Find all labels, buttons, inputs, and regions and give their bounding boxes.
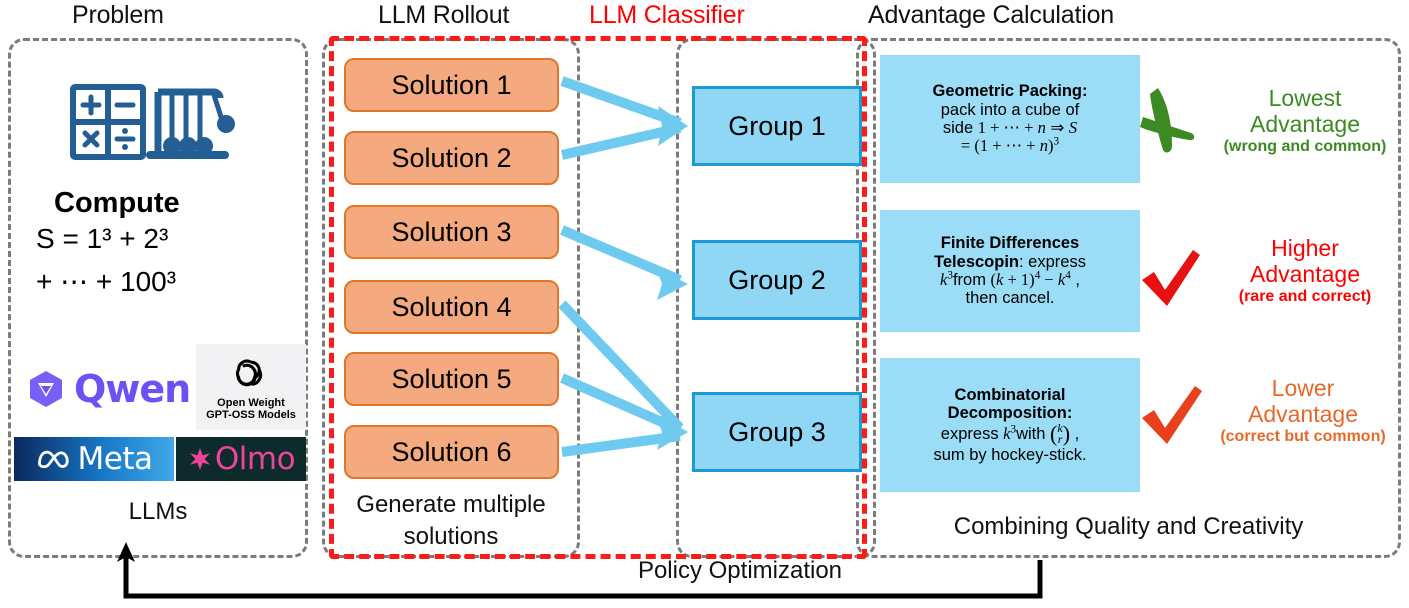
equation-line-1: S = 1³ + 2³: [36, 223, 169, 254]
solution-box-4[interactable]: Solution 4: [344, 280, 559, 334]
solution-box-2[interactable]: Solution 2: [344, 131, 559, 185]
advantage-label-lowest: Lowest Advantage (wrong and common): [1223, 85, 1387, 155]
compute-text: Compute: [54, 187, 180, 219]
group-label: Group 3: [728, 416, 826, 447]
olmo-wordmark: Olmo: [214, 441, 296, 477]
header-advantage-calculation: Advantage Calculation: [868, 1, 1114, 29]
header-llm-rollout: LLM Rollout: [378, 1, 510, 29]
compute-label: Compute: [54, 187, 180, 220]
advbox-line: k3from (k + 1)4 − k4 ,: [940, 269, 1080, 289]
meta-wordmark: Meta: [77, 441, 153, 477]
advantage-box-finite-differences: Finite Differences Telescopin: express k…: [880, 210, 1140, 332]
gpt-oss-text: Open Weight GPT-OSS Models: [206, 396, 296, 421]
header-problem: Problem: [72, 1, 164, 29]
advbox-line: = (1 + ⋯ + n)3: [960, 135, 1060, 156]
solution-label: Solution 1: [391, 69, 512, 100]
advantage-box-geometric-packing: Geometric Packing: pack into a cube of s…: [880, 55, 1140, 183]
solution-label: Solution 5: [391, 363, 512, 394]
qwen-logo: Qwen: [22, 359, 202, 419]
solution-label: Solution 3: [391, 216, 512, 247]
advbox-line: Finite Differences: [940, 234, 1080, 253]
advantage-label-lower: Lower Advantage (correct but common): [1220, 375, 1386, 445]
advantage-box-combinatorial-decomposition: Combinatorial Decomposition: express k3w…: [880, 358, 1140, 492]
group-box-2[interactable]: Group 2: [692, 240, 862, 320]
solution-label: Solution 6: [391, 436, 512, 467]
advbox-line: Geometric Packing:: [932, 82, 1088, 101]
qwen-mark-icon: [30, 371, 62, 407]
advbox-line: side 1 + ⋯ + n ⇒ S: [942, 118, 1078, 137]
gpt-oss-logo: Open Weight GPT-OSS Models: [196, 344, 306, 430]
meta-logo: Meta: [14, 437, 174, 481]
olmo-logo: Olmo: [176, 437, 306, 481]
advantage-caption: Combining Quality and Creativity: [953, 513, 1304, 540]
llms-caption: LLMs: [128, 498, 188, 525]
solution-box-6[interactable]: Solution 6: [344, 425, 559, 479]
header-llm-classifier: LLM Classifier: [589, 1, 745, 29]
advbox-line: Combinatorial: [954, 385, 1066, 404]
advbox-line: then cancel.: [965, 289, 1055, 308]
advbox-line: pack into a cube of: [940, 100, 1080, 119]
olmo-mark-icon: [189, 448, 210, 470]
rollout-caption-line1: Generate multiple: [356, 491, 546, 518]
group-box-3[interactable]: Group 3: [692, 392, 862, 472]
solution-box-1[interactable]: Solution 1: [344, 58, 559, 112]
advantage-label-higher: Higher Advantage (rare and correct): [1238, 235, 1372, 305]
openai-mark-icon: [235, 359, 263, 386]
policy-optimization-label: Policy Optimization: [637, 557, 843, 584]
solution-box-3[interactable]: Solution 3: [344, 205, 559, 259]
group-label: Group 2: [728, 264, 826, 295]
advbox-line: sum by hockey-stick.: [933, 445, 1087, 464]
advbox-line: Decomposition:: [947, 404, 1073, 423]
equation-line-2: + ⋯ + 100³: [36, 266, 177, 297]
group-box-1[interactable]: Group 1: [692, 86, 862, 166]
advbox-line: Telescopin: express: [934, 252, 1086, 271]
solution-box-5[interactable]: Solution 5: [344, 352, 559, 406]
group-label: Group 1: [728, 110, 826, 141]
qwen-wordmark: Qwen: [74, 367, 191, 411]
solution-label: Solution 2: [391, 142, 512, 173]
rollout-caption-line2: solutions: [403, 523, 499, 550]
solution-label: Solution 4: [391, 291, 512, 322]
meta-infinity-icon: [37, 450, 69, 469]
